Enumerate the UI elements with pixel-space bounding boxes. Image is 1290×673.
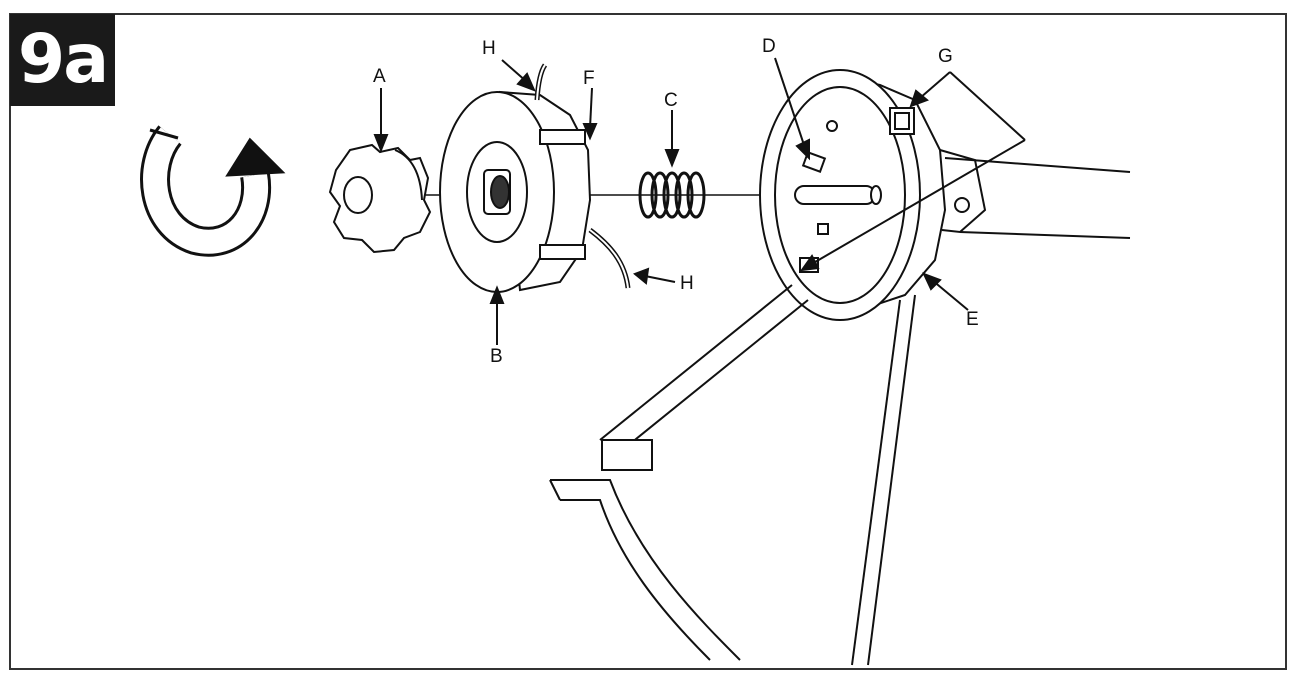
label-g: G — [938, 46, 953, 67]
label-d: D — [762, 36, 776, 57]
housing-part-e — [759, 69, 947, 321]
label-f: F — [583, 68, 595, 89]
label-e: E — [966, 309, 979, 330]
spool-part-b — [439, 90, 592, 293]
rotation-arrow-icon — [140, 125, 286, 257]
label-a: A — [373, 66, 386, 87]
label-h-bottom: H — [680, 273, 694, 294]
leader-arrows — [373, 57, 1026, 345]
label-h-top: H — [482, 38, 496, 59]
diagram-border — [9, 13, 1287, 670]
knob-part-a — [328, 143, 432, 254]
trimmer-frame — [549, 149, 1131, 666]
label-b: B — [490, 346, 503, 367]
step-number-badge: 9a — [10, 14, 115, 106]
spring-part-c — [638, 171, 706, 219]
cutting-line-bottom — [588, 228, 631, 289]
label-c: C — [664, 90, 678, 111]
